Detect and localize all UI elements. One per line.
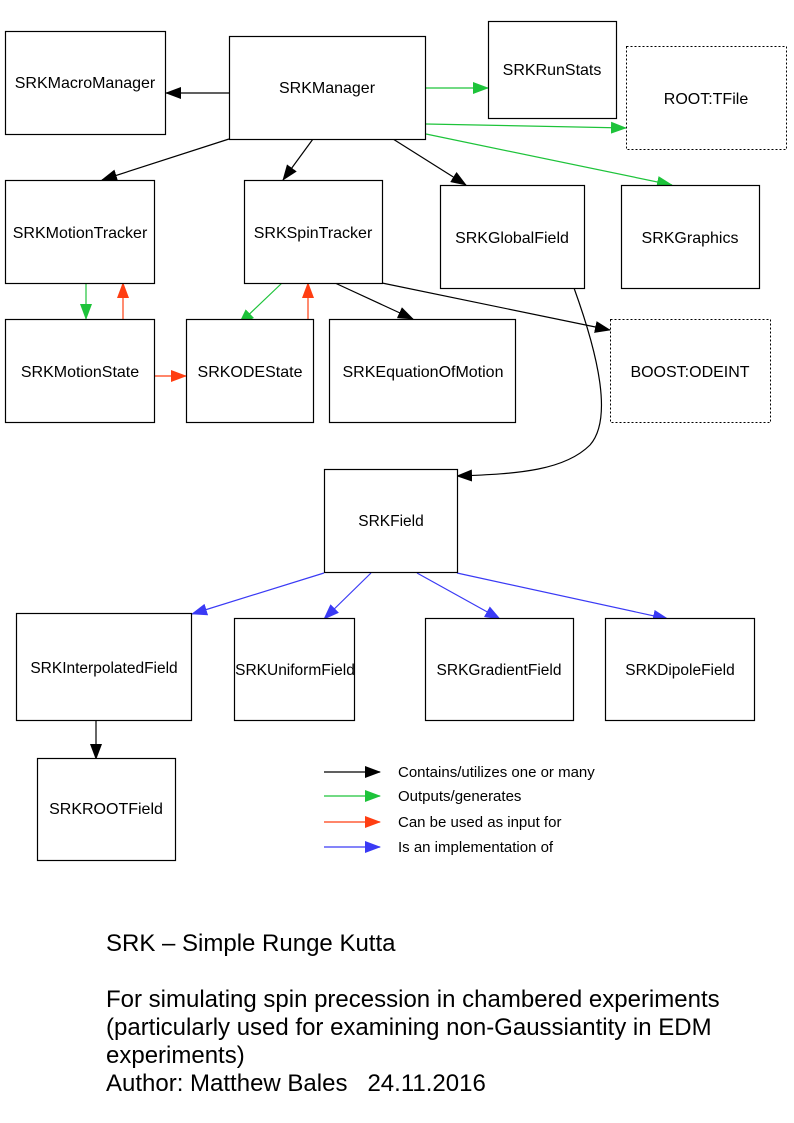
edge-spintracker-to-boost — [381, 282, 611, 333]
legend-item-input: Can be used as input for — [324, 814, 561, 831]
node-label: SRKGlobalField — [455, 230, 569, 247]
node-srk-motion-tracker: SRKMotionTracker — [4, 179, 156, 285]
legend-label: Contains/utilizes one or many — [398, 764, 595, 781]
node-label: SRKManager — [279, 80, 376, 97]
edge-manager-to-motiontracker — [101, 138, 230, 182]
legend-label: Is an implementation of — [398, 839, 554, 856]
edge-manager-to-spintracker — [282, 138, 314, 181]
node-srk-equation-of-motion: SRKEquationOfMotion — [328, 318, 517, 424]
node-label: SRKODEState — [198, 364, 303, 381]
edge-field-to-gradientfield — [416, 572, 501, 620]
node-label: BOOST:ODEINT — [630, 364, 749, 381]
edge-manager-to-rootfile — [425, 121, 627, 134]
node-srk-uniform-field: SRKUniformField — [233, 617, 356, 722]
node-srk-dipole-field: SRKDipoleField — [604, 617, 756, 722]
legend-label: Outputs/generates — [398, 788, 521, 805]
footer-author: Author: Matthew Bales 24.11.2016 — [106, 1070, 486, 1097]
edge-spintracker-to-equationofmotion — [334, 282, 414, 320]
footer-description: For simulating spin precession in chambe… — [106, 986, 720, 1069]
legend: Contains/utilizes one or many Outputs/ge… — [324, 764, 595, 856]
node-srk-manager: SRKManager — [228, 35, 427, 141]
edge-manager-to-globalfield — [392, 138, 467, 186]
node-label: SRKInterpolatedField — [30, 660, 177, 677]
footer: SRK – Simple Runge Kutta For simulating … — [106, 930, 746, 1098]
node-label: SRKEquationOfMotion — [343, 364, 504, 381]
node-srk-spin-tracker: SRKSpinTracker — [243, 179, 384, 285]
node-srk-ode-state: SRKODEState — [185, 318, 315, 424]
class-diagram: SRKMacroManager SRKManager SRKRunStats R… — [4, 20, 787, 862]
legend-item-contains: Contains/utilizes one or many — [324, 764, 595, 781]
node-srk-root-field: SRKROOTField — [36, 757, 177, 862]
node-srk-field: SRKField — [323, 468, 459, 574]
node-label: SRKMotionState — [21, 364, 139, 381]
node-label: SRKMacroManager — [15, 75, 156, 92]
node-boost-odeint: BOOST:ODEINT — [610, 319, 771, 423]
edge-field-to-dipolefield — [456, 572, 669, 622]
node-label: SRKROOTField — [49, 801, 163, 818]
legend-item-implementation: Is an implementation of — [324, 839, 554, 856]
edge-field-to-uniformfield — [323, 572, 372, 620]
edge-field-to-interpolatedfield — [191, 572, 325, 616]
edge-globalfield-to-field — [456, 287, 603, 482]
node-srk-gradient-field: SRKGradientField — [424, 617, 575, 722]
node-srk-interpolated-field: SRKInterpolatedField — [15, 612, 193, 722]
legend-item-outputs: Outputs/generates — [324, 788, 521, 805]
footer-title: SRK – Simple Runge Kutta — [106, 930, 396, 957]
node-srk-global-field: SRKGlobalField — [439, 184, 586, 290]
node-label: SRKDipoleField — [625, 662, 734, 679]
node-srk-motion-state: SRKMotionState — [4, 318, 156, 424]
node-label: SRKGraphics — [642, 230, 739, 247]
node-label: SRKMotionTracker — [13, 225, 148, 242]
legend-label: Can be used as input for — [398, 814, 561, 831]
node-label: SRKField — [358, 513, 423, 530]
node-label: ROOT:TFile — [664, 91, 749, 108]
node-srk-run-stats: SRKRunStats — [487, 20, 618, 120]
node-srk-macro-manager: SRKMacroManager — [4, 30, 167, 136]
edge-spintracker-to-odestate — [238, 282, 283, 325]
node-srk-graphics: SRKGraphics — [620, 184, 761, 290]
node-root-tfile: ROOT:TFile — [626, 46, 787, 150]
node-label: SRKSpinTracker — [254, 225, 373, 242]
node-label: SRKUniformField — [235, 662, 355, 679]
node-label: SRKRunStats — [503, 62, 602, 79]
edge-manager-to-graphics — [425, 133, 673, 188]
node-label: SRKGradientField — [437, 662, 562, 679]
edges — [80, 82, 673, 760]
